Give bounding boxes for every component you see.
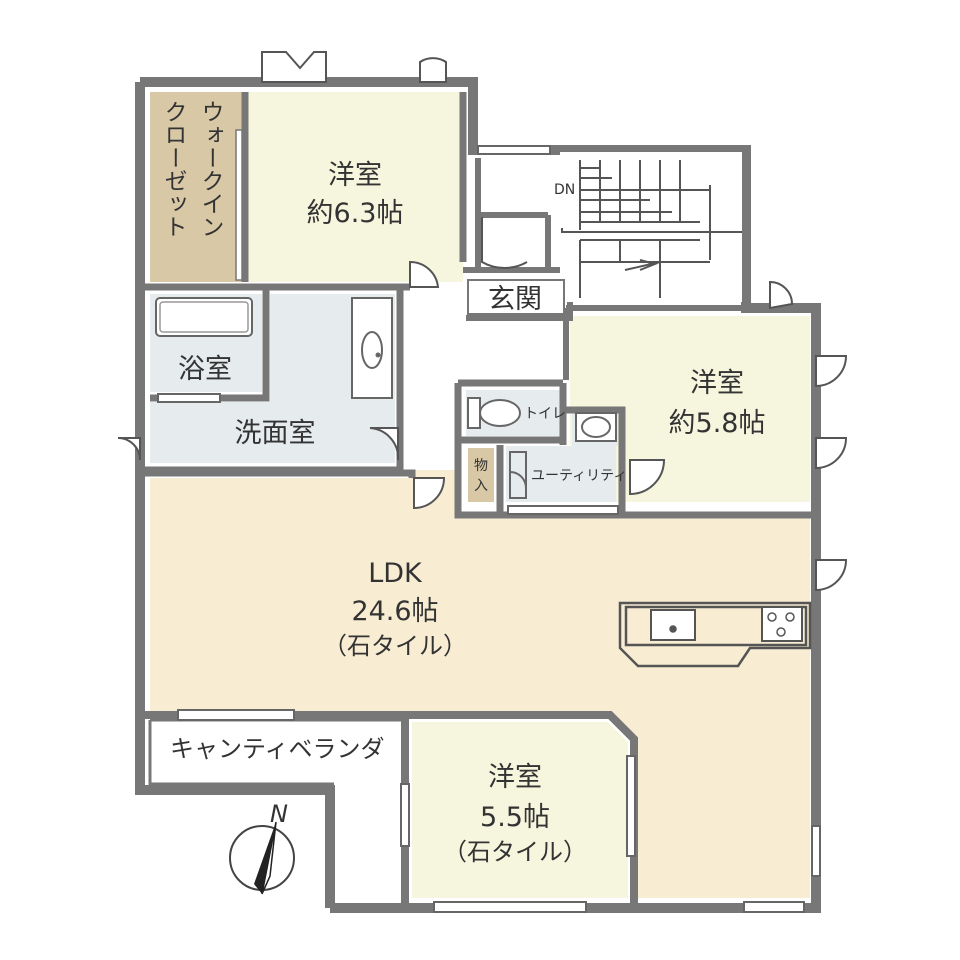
toilet-icon [467, 397, 521, 429]
room1-door-icon[interactable] [409, 260, 440, 288]
right-window-3-icon [815, 559, 848, 592]
storage-floor[interactable] [468, 448, 494, 502]
bathroom-label: 浴室 [178, 354, 232, 385]
window-utility [507, 505, 619, 515]
stair-wall [475, 158, 570, 273]
window-room3-right [626, 755, 636, 857]
storage-label-line1: 物 [474, 458, 488, 474]
entrance-step [467, 279, 565, 315]
room2-name: 洋室 [690, 368, 744, 399]
right-window-1-icon [815, 355, 848, 388]
room2-size: 約5.8帖 [669, 408, 766, 439]
room2-door-icon[interactable] [769, 280, 794, 310]
ldk-size: 24.6帖 [351, 596, 438, 627]
toilet-label: トイレ [524, 406, 566, 422]
wc-wall [454, 379, 816, 519]
left-door-icon [117, 437, 141, 461]
room3-name: 洋室 [488, 762, 542, 793]
top-window-right-icon [419, 57, 447, 83]
compass-north-label: N [270, 800, 288, 828]
western-room-3-floor[interactable] [412, 722, 628, 898]
utility-door-icon[interactable] [629, 459, 666, 496]
room3-note: （石タイル） [443, 838, 587, 866]
window-veranda [177, 709, 295, 721]
bathtub-icon [155, 297, 253, 337]
utility-label: ユーティリティ [531, 468, 627, 484]
window-ldk-right [811, 825, 821, 877]
room1-wall [140, 92, 467, 291]
top-window-left-icon [261, 51, 327, 83]
kitchen-sink-icon [650, 609, 696, 641]
doors [117, 51, 848, 592]
window-bath [157, 393, 221, 403]
washroom-door-icon[interactable] [369, 427, 400, 461]
ldk-note: （石タイル） [323, 632, 467, 660]
ldk-door-icon[interactable] [413, 477, 446, 510]
staircase [560, 152, 742, 302]
storage-label-line2: 入 [474, 478, 488, 494]
washroom-label: 洗面室 [235, 418, 316, 449]
room1-name: 洋室 [328, 160, 382, 191]
western-room-1-floor[interactable] [245, 92, 463, 282]
kitchen-counter [618, 601, 812, 668]
stair-box [560, 152, 742, 302]
right-window-2-icon [815, 437, 848, 470]
washbasin-icon [351, 297, 393, 399]
closet-label-line1: ウォークイン [197, 100, 223, 238]
utility-floor [506, 446, 616, 502]
veranda-label: キャンティベランダ [170, 735, 385, 763]
window-ldk-bottom [743, 901, 805, 913]
hall-door-icon[interactable] [481, 217, 528, 269]
windows [157, 145, 821, 913]
ldk-floor[interactable] [150, 470, 810, 898]
room3-size: 5.5帖 [480, 802, 550, 833]
hand-sink-icon [575, 412, 617, 442]
entrance-label: 玄関 [488, 284, 542, 315]
window-top-stair [477, 145, 551, 155]
ldk-name: LDK [368, 558, 423, 589]
compass-icon [229, 821, 295, 895]
closet-rod [235, 129, 243, 281]
ldk-wall [140, 469, 416, 478]
window-room3-left [400, 783, 410, 847]
stairs-direction-label: DN [554, 182, 575, 198]
window-room3-bottom [433, 901, 587, 913]
walk-in-closet-floor[interactable] [150, 92, 245, 282]
washroom-floor[interactable] [150, 294, 395, 463]
utility-fixture-icon [509, 451, 527, 499]
closet-label-line2: クローゼット [160, 100, 187, 238]
room1-size: 約6.3帖 [307, 198, 404, 229]
